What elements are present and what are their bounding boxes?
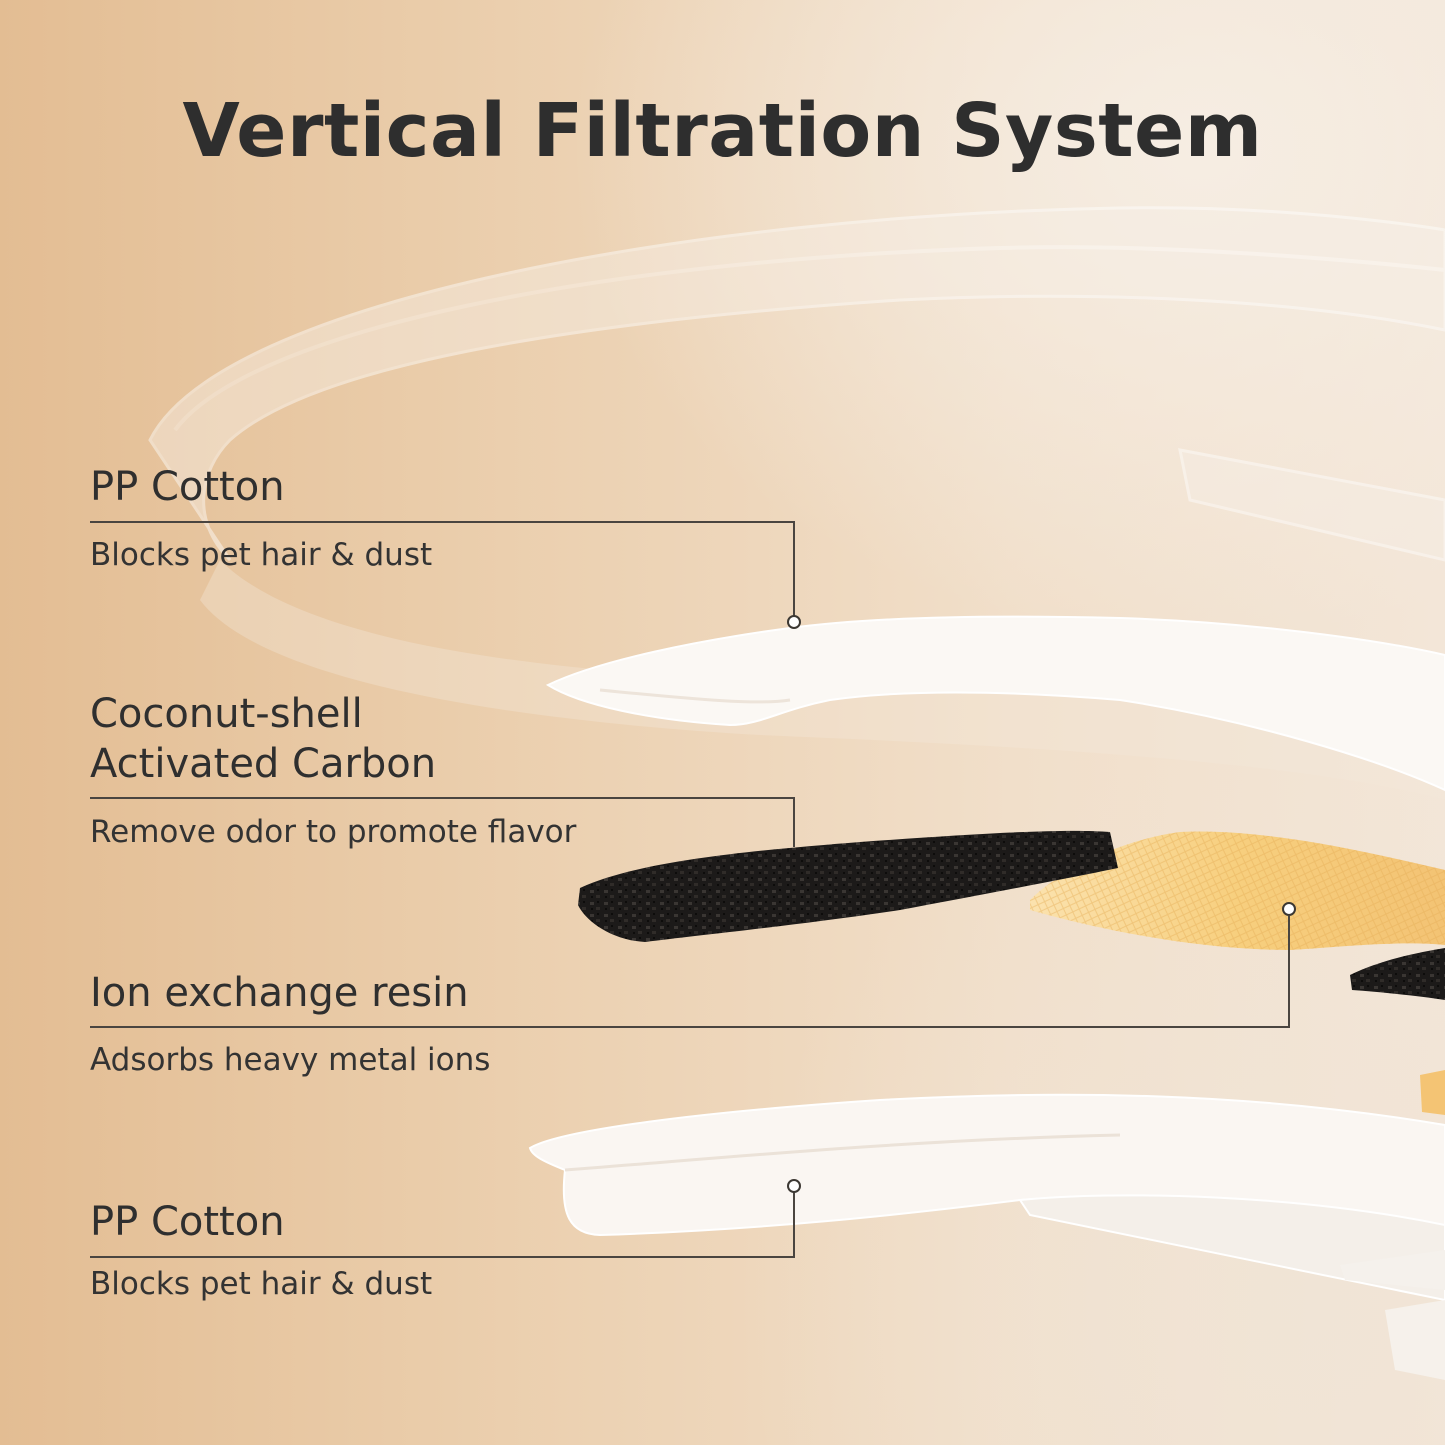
page-title: Vertical Filtration System — [182, 88, 1263, 174]
layer-3-callout-line — [90, 1026, 1290, 1028]
activated-carbon-block — [578, 830, 1118, 942]
layer-3-description: Adsorbs heavy metal ions — [90, 1042, 491, 1078]
layer-2-callout-drop — [793, 797, 795, 847]
layer-1-name: PP Cotton — [90, 464, 285, 510]
layer-4-callout-drop — [793, 1192, 795, 1258]
layer-4-description: Blocks pet hair & dust — [90, 1266, 433, 1302]
pp-cotton-top-pad — [545, 615, 1445, 792]
layer-3-callout-drop — [1288, 916, 1290, 1028]
layer-4-callout-line — [90, 1256, 795, 1258]
layer-1-description: Blocks pet hair & dust — [90, 537, 433, 573]
layer-3-name: Ion exchange resin — [90, 970, 469, 1016]
carbon-piece-right — [1350, 948, 1445, 1000]
top-housing-ring — [148, 206, 1445, 800]
layer-1-callout-drop — [793, 521, 795, 616]
layer-4-name: PP Cotton — [90, 1199, 285, 1245]
layer-2-callout-line — [90, 797, 795, 799]
layer-2-description: Remove odor to promote flavor — [90, 814, 577, 850]
pp-cotton-bottom-tray — [528, 1093, 1445, 1380]
layer-1-callout-line — [90, 521, 795, 523]
layer-2-name-line2: Activated Carbon — [90, 741, 437, 787]
layer-1-marker-dot — [787, 615, 801, 629]
layer-4-marker-dot — [787, 1179, 801, 1193]
resin-piece-right — [1420, 1070, 1445, 1115]
layer-2-name-line1: Coconut-shell — [90, 691, 363, 737]
layer-3-marker-dot — [1282, 902, 1296, 916]
